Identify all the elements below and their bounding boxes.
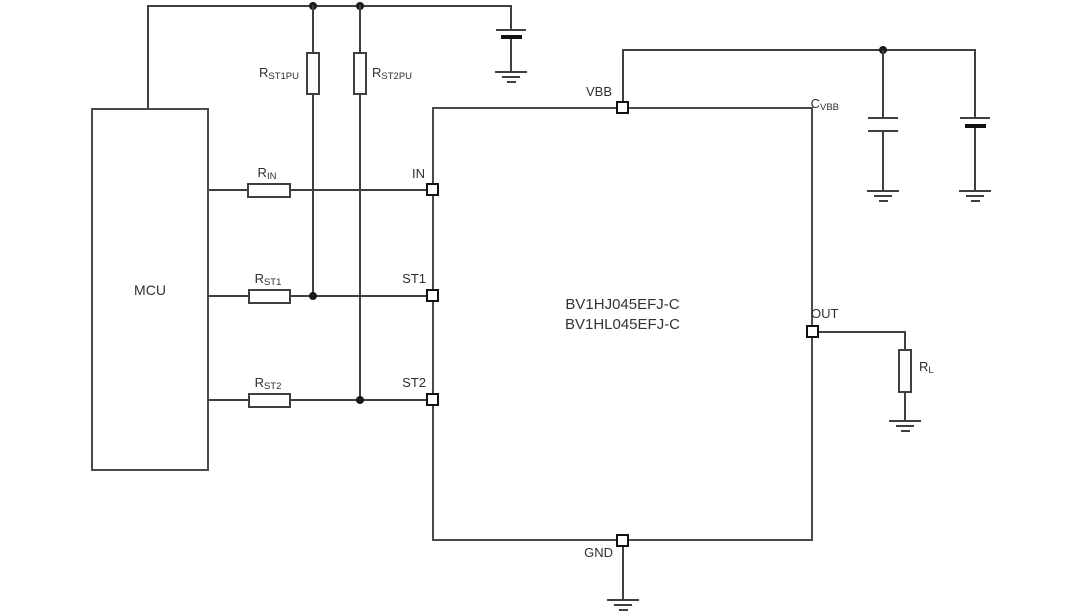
- ground-symbol-rl: [888, 420, 922, 435]
- component-label-rin: RIN: [257, 165, 277, 183]
- pin-label-in: IN: [412, 166, 425, 181]
- component-label-rst2: RST2: [254, 375, 282, 393]
- battery2-minus-plate: [965, 124, 986, 128]
- wire-vbb-rail: [622, 49, 976, 51]
- component-label-cvbb: CVBB: [810, 96, 839, 114]
- pin-out: [806, 325, 819, 338]
- wire-out-horizontal: [819, 331, 906, 333]
- pin-vbb: [616, 101, 629, 114]
- pin-st1: [426, 289, 439, 302]
- pin-label-st2: ST2: [402, 375, 426, 390]
- cvbb-plate-bottom: [868, 130, 898, 132]
- ic-name: BV1HJ045EFJ-C BV1HL045EFJ-C: [432, 295, 813, 335]
- wire-top-rail: [147, 5, 512, 7]
- wire-gnd-vertical: [622, 547, 624, 600]
- wire-st1-right: [290, 295, 427, 297]
- ic-box: [432, 107, 813, 541]
- pin-label-st1: ST1: [402, 271, 426, 286]
- wire-vbb-vertical: [622, 50, 624, 102]
- component-label-rl: RL: [919, 359, 934, 377]
- component-label-rst1pu: RST1PU: [258, 65, 299, 83]
- wire-st2-left: [209, 399, 249, 401]
- pin-in: [426, 183, 439, 196]
- wire-battery1-top: [510, 5, 512, 30]
- wire-rst2pu-bottom: [359, 95, 361, 401]
- wire-rst2pu-top: [359, 5, 361, 53]
- wire-rst1pu-bottom: [312, 95, 314, 298]
- mcu-box: [91, 108, 209, 471]
- ground-symbol-cvbb: [866, 190, 900, 205]
- pin-label-gnd: GND: [584, 545, 613, 560]
- wire-cvbb-bottom: [882, 132, 884, 191]
- wire-rl-top: [904, 331, 906, 350]
- resistor-rst2pu: [353, 52, 367, 95]
- ic-name-line1: BV1HJ045EFJ-C: [565, 296, 680, 313]
- resistor-rst1pu: [306, 52, 320, 95]
- wire-rst1pu-top: [312, 5, 314, 53]
- component-label-rst1: RST1: [254, 271, 282, 289]
- wire-in-right: [290, 189, 427, 191]
- pin-st2: [426, 393, 439, 406]
- wire-rl-bottom: [904, 392, 906, 421]
- wire-battery2-bottom: [974, 128, 976, 191]
- junction-dot-st1: [309, 292, 317, 300]
- mcu-label: MCU: [134, 281, 166, 298]
- battery1-minus-plate: [501, 35, 522, 39]
- ground-symbol-battery1: [494, 71, 528, 86]
- pin-label-vbb: VBB: [585, 84, 612, 99]
- ground-symbol-gnd: [606, 599, 640, 612]
- resistor-rst1: [248, 289, 291, 304]
- junction-dot-st2: [356, 396, 364, 404]
- cvbb-plate-top: [868, 117, 898, 119]
- resistor-rl: [898, 349, 912, 393]
- pin-gnd: [616, 534, 629, 547]
- resistor-rst2: [248, 393, 291, 408]
- pin-label-out: OUT: [811, 306, 839, 321]
- wire-cvbb-top: [882, 50, 884, 117]
- battery2-plus-plate: [960, 117, 990, 119]
- wire-st1-left: [209, 295, 249, 297]
- ground-symbol-battery2: [958, 190, 992, 205]
- wire-in-left: [209, 189, 248, 191]
- wire-battery2-top: [974, 49, 976, 117]
- component-label-rst2pu: RST2PU: [372, 65, 413, 83]
- wire-battery1-bottom: [510, 39, 512, 72]
- wire-mcu-top-vertical: [147, 5, 149, 109]
- ic-name-line2: BV1HL045EFJ-C: [564, 316, 681, 333]
- resistor-rin: [247, 183, 291, 198]
- battery1-plus-plate: [496, 29, 526, 31]
